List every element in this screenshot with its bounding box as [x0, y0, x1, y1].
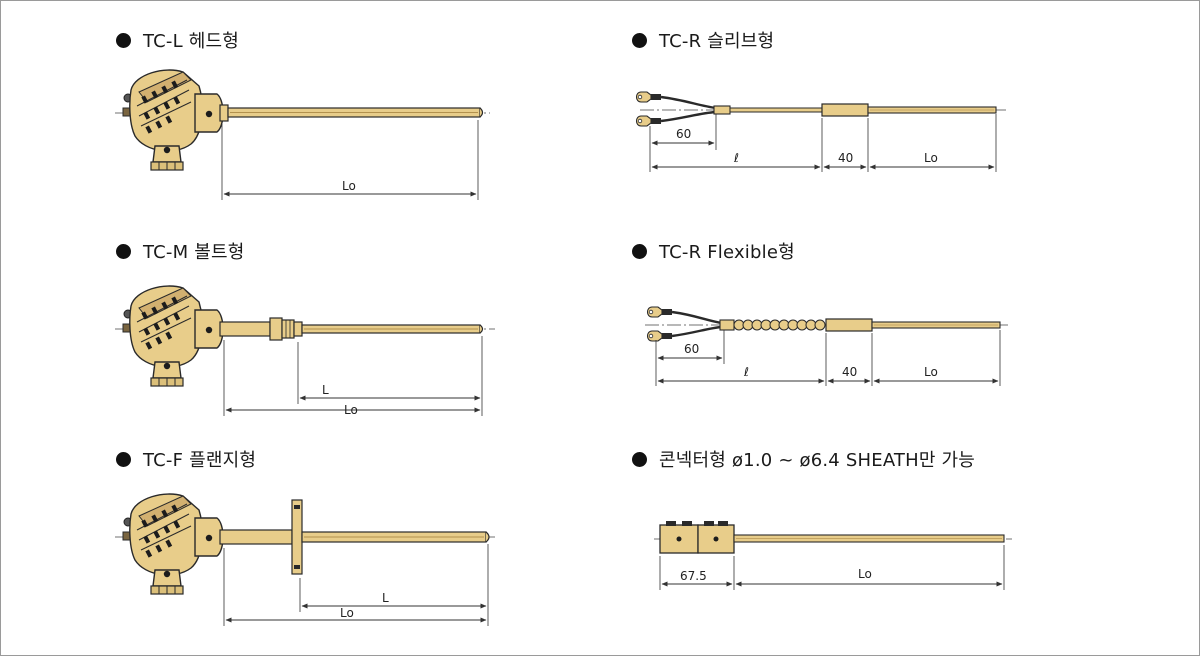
bullet-icon [632, 243, 647, 259]
tc-r-sleeve-dim-40: 40 [838, 151, 853, 165]
tc-m-thermocouple [115, 285, 495, 387]
tc-r-flexible-thermocouple [645, 306, 1008, 342]
tc-f-dim-lo: Lo [340, 606, 354, 620]
tc-r-sleeve-dimensions: 60 ℓ 40 Lo [649, 114, 997, 172]
tc-r-sleeve-dim-60: 60 [676, 127, 691, 141]
bullet-icon [116, 32, 131, 48]
heading-tc-m-text: TC-M 볼트형 [143, 242, 245, 263]
heading-tc-r-sleeve-text: TC-R 슬리브형 [659, 31, 775, 52]
tc-l-dimensions: Lo [221, 120, 479, 200]
heading-tc-r-flexible: TC-R Flexible형 [632, 238, 795, 264]
heading-tc-m: TC-M 볼트형 [116, 238, 245, 264]
tc-f-thermocouple [115, 493, 495, 595]
tc-m-dim-lo: Lo [344, 403, 358, 417]
tc-f-dim-l: L [382, 591, 389, 605]
bullet-icon [632, 451, 647, 467]
heading-tc-r-flexible-text: TC-R Flexible형 [659, 242, 795, 263]
flexible-coil [733, 319, 826, 331]
heading-connector-text: 콘넥터형 ø1.0 ~ ø6.4 SHEATH만 가능 [659, 450, 976, 471]
tc-r-flexible-dim-60: 60 [684, 342, 699, 356]
heading-tc-l: TC-L 헤드형 [116, 27, 239, 53]
connector-dim-675: 67.5 [680, 569, 707, 583]
tc-l-dim-lo: Lo [342, 179, 356, 193]
tc-r-flexible-dim-l: ℓ [743, 365, 749, 379]
tc-r-flexible-dimensions: 60 ℓ 40 Lo [655, 330, 1001, 386]
tc-r-sleeve-dim-lo: Lo [924, 151, 938, 165]
bullet-icon [632, 32, 647, 48]
tc-r-sleeve-thermocouple [635, 91, 1008, 127]
tc-l-thermocouple [115, 69, 490, 171]
bullet-icon [116, 243, 131, 259]
heading-connector: 콘넥터형 ø1.0 ~ ø6.4 SHEATH만 가능 [632, 446, 975, 472]
connector-dimensions: 67.5 Lo [659, 545, 1005, 590]
connector-dim-lo: Lo [858, 567, 872, 581]
connector-thermocouple [654, 521, 1012, 554]
tc-f-dimensions: L Lo [223, 544, 489, 626]
bullet-icon [116, 451, 131, 467]
tc-m-dim-l: L [322, 383, 329, 397]
tc-m-dimensions: L Lo [223, 336, 483, 417]
tc-r-flexible-dim-40: 40 [842, 365, 857, 379]
heading-tc-r-sleeve: TC-R 슬리브형 [632, 27, 774, 53]
tc-r-sleeve-dim-l: ℓ [733, 151, 739, 165]
tc-r-flexible-dim-lo: Lo [924, 365, 938, 379]
heading-tc-f: TC-F 플랜지형 [116, 446, 256, 472]
heading-tc-f-text: TC-F 플랜지형 [143, 450, 257, 471]
heading-tc-l-text: TC-L 헤드형 [143, 31, 240, 52]
